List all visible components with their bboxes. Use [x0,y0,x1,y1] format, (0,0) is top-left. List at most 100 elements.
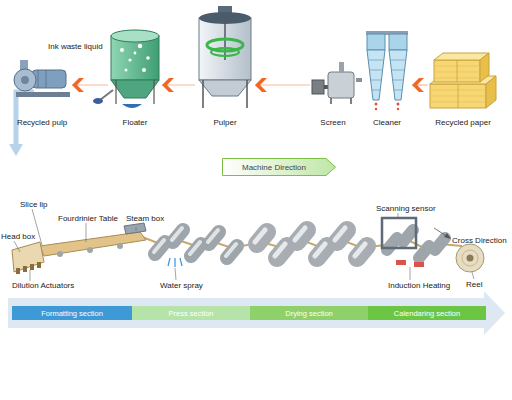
floater-illustration [146,56,150,60]
leader-lines [472,272,474,279]
section-name: Press section [168,309,213,318]
equipment-label: Recycled pulp [17,118,67,127]
leader-lines [86,223,87,242]
cross-direction-arrow [444,233,451,239]
drying-cylinders [275,244,285,256]
press-rollers [172,228,182,240]
cleaner-illustration [367,34,385,50]
screen-illustration [312,62,354,104]
connector-line [162,84,195,85]
pulper-illustration [199,6,251,108]
paper-bales-illustration [434,60,480,82]
floater-illustration [153,80,154,104]
screen-illustration [324,85,328,89]
section-name: Calendaring section [394,309,460,318]
cleaner-illustration [366,31,408,110]
cleaner-illustration [372,90,380,91]
section-name: Formatting section [41,309,103,318]
floater-illustration [120,48,124,52]
equipment-label: Cleaner [373,118,401,127]
cleaner-illustration [391,60,405,61]
floater-illustration [93,30,159,108]
leader-lines [14,241,20,252]
cleaner-illustration [371,80,381,81]
screen-illustration [330,98,332,104]
paper-machine-illustration [37,262,41,268]
paper-bales-illustration [430,84,486,108]
part-label: Dilution Actuators [12,281,74,290]
flow-connector [162,78,195,92]
floater-illustration [134,52,137,55]
pulper-illustration [202,80,204,108]
leader-lines [175,268,176,280]
section-arrow [8,291,505,335]
paper-machine-illustration [30,264,34,270]
equipment-label: Recycled paper [435,118,491,127]
paper-bales-illustration [430,53,496,108]
cleaner-illustration [375,108,377,110]
floater-illustration [93,98,103,104]
pulper-illustration [199,18,251,80]
paper-bales-illustration [486,76,496,108]
cleaner-illustration [369,60,383,61]
pump-illustration [14,69,36,91]
cleaner-illustration [367,50,385,100]
pump-illustration [46,70,47,88]
part-label: Slice lip [20,200,48,209]
flow-connector [255,78,310,92]
pulper-illustration [211,48,239,56]
equipment-label: Floater [123,118,148,127]
cross-direction-arrow [434,228,451,239]
equipment-node: Screen [310,68,356,104]
flow-arrow [9,144,23,156]
paper-machine-illustration [180,258,182,266]
floater-illustration [115,80,116,104]
section-name: Drying section [285,309,333,318]
floater-illustration [111,80,159,98]
part-label: Cross Direction [452,236,507,245]
cleaner-illustration [370,70,382,71]
floater-illustration [111,30,159,42]
paper-machine-illustration [396,260,406,265]
paper-machine-illustration [117,243,123,249]
floater-illustration [122,104,142,108]
paper-machine-illustration [414,262,424,267]
paper-machine-illustration [16,268,20,274]
cleaner-illustration [389,34,407,50]
flow-chevron [255,78,267,92]
cleaner-illustration [392,70,404,71]
paper-bales-illustration [480,53,489,82]
paper-machine-illustration [87,247,93,253]
part-label: Water spray [160,281,203,290]
cleaner-illustration [375,103,378,106]
paper-machine-illustration [12,218,484,274]
equipment-label: Screen [320,118,345,127]
part-label: Scanning sensor [376,204,436,213]
drying-cylinders [355,244,365,256]
drying-cylinders [255,230,265,242]
drying-cylinders [255,228,367,258]
screen-illustration [339,62,344,72]
connector-line [72,84,108,85]
cleaner-illustration [397,108,399,110]
connector-line [255,84,310,85]
section-band: Drying section [250,306,368,320]
screen-illustration [350,98,352,104]
part-label: Induction Heating [388,281,450,290]
floater-illustration [142,68,146,72]
part-label: Fourdrinier Table [58,214,118,223]
press-rollers [154,228,237,258]
floater-illustration [138,44,142,48]
paper-machine-illustration [40,232,146,256]
paper-machine-illustration [382,218,416,248]
drying-cylinders [315,244,325,256]
equipment-label: Pulper [213,118,236,127]
section-arrow [8,291,505,335]
connector-line [412,84,428,85]
calender-rollers [435,238,445,250]
equipment-node: Recycled paper [428,52,498,112]
cleaner-illustration [394,90,402,91]
